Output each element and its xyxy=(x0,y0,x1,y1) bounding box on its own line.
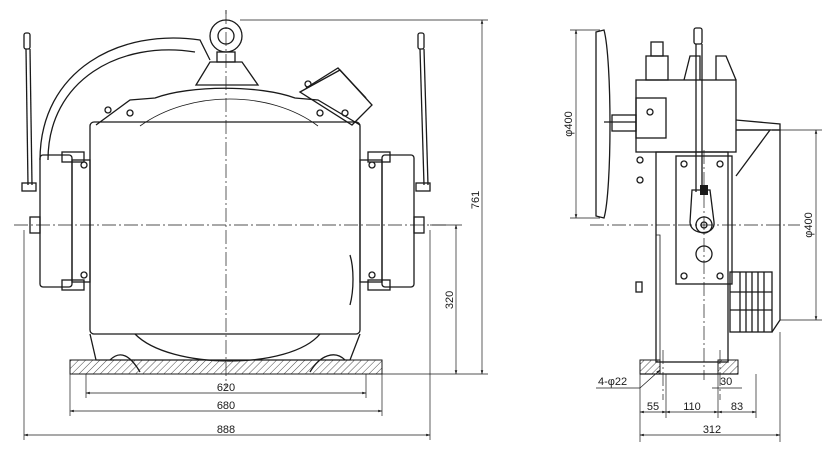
dim-761: 761 xyxy=(470,191,482,209)
side-upper-housing xyxy=(635,41,781,184)
rear-drum-arc xyxy=(39,37,211,161)
side-base xyxy=(635,234,739,375)
dim-680: 680 xyxy=(217,400,235,412)
dim-110: 110 xyxy=(683,401,701,413)
left-release-lever xyxy=(21,32,37,192)
upper-housing xyxy=(95,87,361,126)
motor-body xyxy=(89,121,361,335)
side-body xyxy=(655,151,729,363)
dim-83: 83 xyxy=(731,401,743,413)
left-brake xyxy=(29,151,91,291)
dim-320: 320 xyxy=(444,291,456,309)
side-lever xyxy=(693,27,703,192)
traction-sheave xyxy=(729,129,781,333)
dim-wheel-diameter: φ400 xyxy=(563,111,575,137)
right-brake xyxy=(359,151,425,291)
front-view: 761 320 620 680 888 xyxy=(14,10,488,440)
dim-312: 312 xyxy=(703,424,721,436)
handwheel xyxy=(595,29,637,219)
right-release-lever xyxy=(415,32,431,192)
dim-55: 55 xyxy=(647,401,659,413)
dim-holes: 4-φ22 xyxy=(598,376,627,388)
dim-30: 30 xyxy=(720,376,732,388)
dim-sheave-diameter: φ400 xyxy=(803,212,815,238)
side-view: φ400 φ400 4-φ22 30 55 110 83 312 xyxy=(563,27,822,442)
dim-620: 620 xyxy=(217,382,235,394)
terminal-box xyxy=(298,67,373,126)
lifting-eye xyxy=(194,19,260,86)
dim-888: 888 xyxy=(217,424,235,436)
